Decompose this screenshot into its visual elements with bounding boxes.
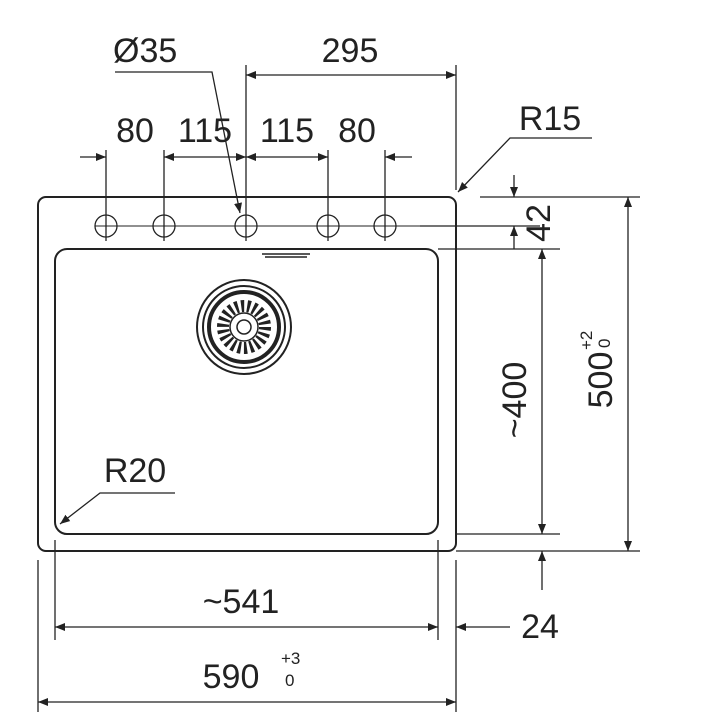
drain-strainer [196,279,292,375]
label-total-width-tol-upper: +3 [281,649,300,668]
label-corner-radius-inner: R20 [104,452,166,490]
tap-hole-2 [152,211,176,241]
label-corner-radius-outer: R15 [519,100,581,138]
label-total-width-tol-lower: 0 [285,671,294,690]
tap-hole-3 [234,211,258,241]
label-spacing-right-outer: 80 [338,112,376,150]
label-bowl-depth: ~400 [496,362,534,439]
label-ledge-depth: 42 [520,204,558,242]
tap-hole-5 [373,211,397,241]
sink-outline [37,196,457,552]
top-dimensions [80,65,592,214]
tap-hole-4 [316,211,340,241]
sink-outer-edge [37,196,457,552]
diameter-leader [115,71,242,214]
label-total-depth: 500 [582,352,620,409]
label-total-depth-tol-upper: +2 [577,331,596,350]
label-spacing-left-outer: 80 [116,112,154,150]
label-hole-diameter: Ø35 [113,32,177,70]
label-total-depth-tol-lower: 0 [595,339,614,348]
label-total-width: 590 [203,658,260,696]
tap-holes [94,211,397,241]
label-spacing-left-inner: 115 [178,112,232,150]
r20-leader [59,492,175,525]
label-total-depth-group: 500 +2 0 [577,331,620,409]
label-front-margin: 24 [521,608,559,646]
bottom-dimensions [37,492,510,712]
overflow-slot [262,253,310,258]
label-bowl-width: ~541 [203,583,280,621]
label-spacing-right-inner: 115 [260,112,314,150]
label-hole-span: 295 [322,32,379,70]
dimension-labels: Ø35 295 80 115 115 80 R15 R20 42 ~400 50… [104,32,620,696]
bowl-outline [54,248,439,535]
r15-leader [457,137,592,193]
tap-hole-1 [94,211,118,241]
right-dimensions [420,175,640,590]
